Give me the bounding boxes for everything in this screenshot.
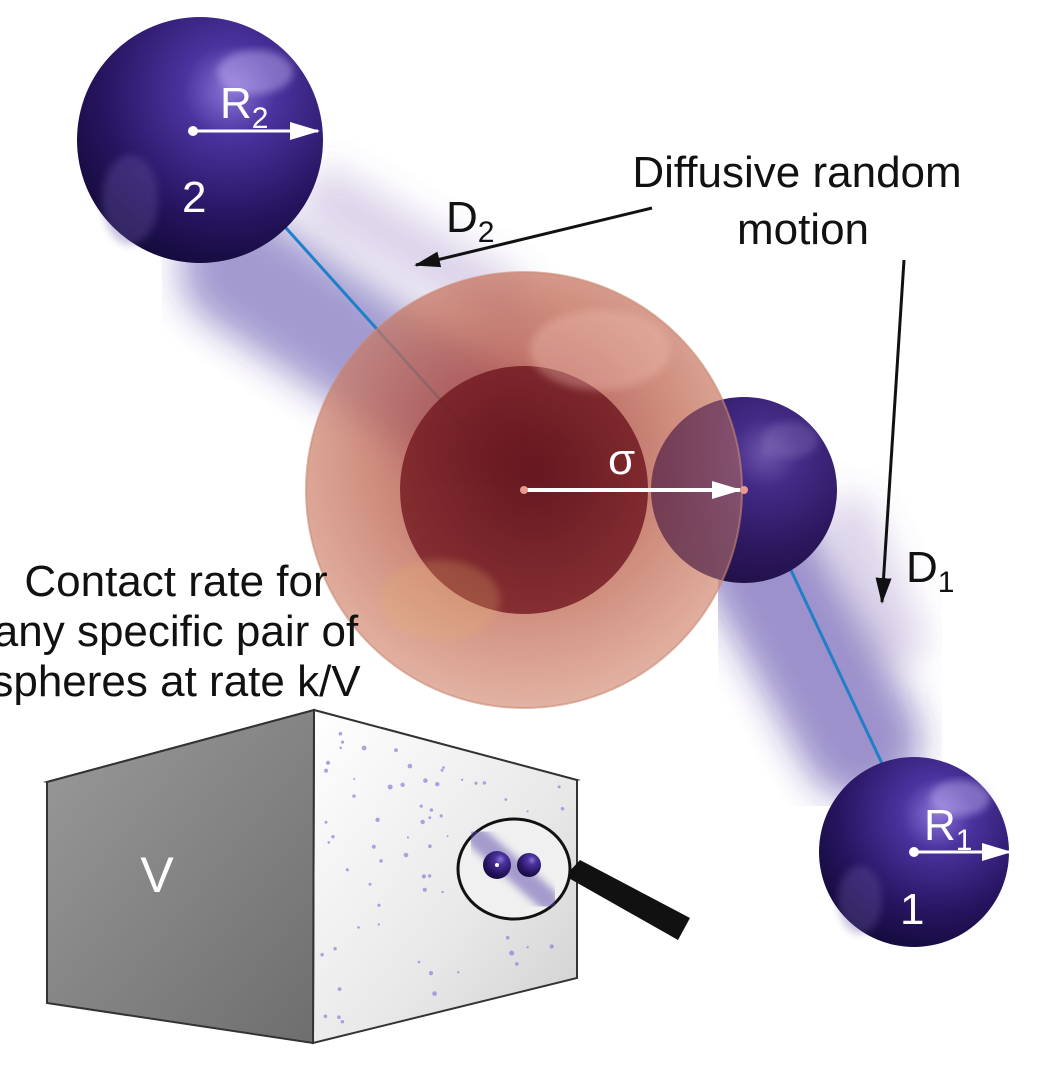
particle-dot bbox=[422, 887, 427, 892]
particle-dot bbox=[419, 804, 423, 808]
particle-dot bbox=[526, 946, 529, 949]
box-particles bbox=[320, 731, 565, 1024]
particle-dot bbox=[333, 947, 337, 951]
particle-dot bbox=[377, 923, 380, 926]
particle-dot bbox=[428, 971, 434, 976]
particle-dot bbox=[429, 808, 434, 812]
sphere-1-number: 1 bbox=[900, 885, 924, 934]
particle-dot bbox=[375, 817, 380, 822]
particle-dot bbox=[505, 935, 510, 940]
particle-dot bbox=[394, 748, 398, 753]
particle-dot bbox=[368, 882, 372, 886]
volume-box bbox=[43, 708, 581, 1045]
particle-dot bbox=[379, 859, 383, 863]
particle-dot bbox=[428, 844, 432, 848]
particle-dot bbox=[440, 768, 444, 772]
sphere-1-center bbox=[909, 847, 919, 857]
particle-dot bbox=[353, 777, 356, 780]
particle-dot bbox=[337, 987, 342, 991]
particle-dot bbox=[560, 807, 565, 811]
particle-dot bbox=[400, 782, 405, 787]
particle-dot bbox=[435, 782, 440, 787]
particle-dot bbox=[331, 835, 335, 839]
diffusive-label-line1: Diffusive random bbox=[632, 148, 961, 197]
particle-dot bbox=[406, 836, 409, 839]
particle-dot bbox=[324, 768, 329, 773]
diffusive-label-line2: motion bbox=[737, 205, 869, 254]
sigma-label: σ bbox=[608, 435, 635, 484]
particle-dot bbox=[526, 810, 529, 813]
box-front-face bbox=[46, 708, 316, 1045]
contact-rate-line2: any specific pair of bbox=[0, 607, 359, 656]
magnifier-handle bbox=[565, 860, 690, 940]
particle-dot bbox=[324, 820, 328, 824]
particle-dot bbox=[320, 953, 324, 957]
particle-dot bbox=[423, 778, 428, 783]
r2-label: R2 bbox=[220, 79, 268, 135]
r1-label: R1 bbox=[924, 801, 972, 857]
particle-dot bbox=[371, 844, 376, 849]
particle-dot bbox=[515, 962, 519, 966]
particle-dot bbox=[549, 944, 554, 949]
particle-dot bbox=[361, 745, 367, 751]
diffusion-arrow-d2 bbox=[414, 206, 653, 268]
particle-dot bbox=[327, 841, 331, 844]
particle-dot bbox=[403, 852, 409, 858]
particle-dot bbox=[352, 794, 356, 798]
particle-dot bbox=[557, 785, 561, 789]
particle-dot bbox=[357, 926, 360, 929]
particle-dot bbox=[407, 763, 413, 769]
particle-dot bbox=[325, 760, 331, 765]
particle-dot bbox=[441, 890, 444, 894]
particle-dot bbox=[340, 740, 345, 744]
contact-rate-line1: Contact rate for bbox=[24, 557, 327, 606]
particle-dot bbox=[457, 971, 460, 974]
volume-label: V bbox=[140, 847, 174, 903]
particle-dot bbox=[504, 798, 508, 801]
partner-center-dot bbox=[740, 486, 748, 494]
particle-dot bbox=[323, 1014, 328, 1019]
particle-dot bbox=[339, 746, 343, 750]
motion-trail-1 bbox=[700, 495, 925, 800]
particle-dot bbox=[482, 781, 487, 785]
particle-dot bbox=[439, 814, 443, 818]
particle-dot bbox=[420, 819, 425, 825]
sphere-2-center bbox=[188, 126, 198, 136]
particle-dot bbox=[345, 868, 349, 872]
particle-dot bbox=[340, 1020, 345, 1024]
particle-dot bbox=[460, 778, 464, 781]
particle-dot bbox=[421, 874, 426, 879]
particle-dot bbox=[427, 874, 432, 878]
particle-dot bbox=[446, 835, 449, 838]
diffusion-arrow-d1 bbox=[875, 259, 906, 604]
particle-dot bbox=[387, 784, 393, 790]
contact-rate-line3: spheres at rate k/V bbox=[0, 657, 361, 706]
trajectory-arrow-1 bbox=[770, 528, 888, 773]
particle-dot bbox=[428, 816, 432, 820]
particle-dot bbox=[432, 991, 437, 996]
particle-dot bbox=[442, 766, 445, 769]
contact-center-dot bbox=[520, 486, 528, 494]
particle-dot bbox=[474, 781, 478, 785]
magnifier-icon bbox=[456, 817, 690, 940]
particle-dot bbox=[509, 950, 515, 956]
sphere-2 bbox=[77, 17, 323, 263]
sphere-2-number: 2 bbox=[182, 173, 206, 222]
d2-label: D2 bbox=[446, 193, 494, 249]
particle-dot bbox=[337, 1015, 341, 1019]
d1-label: D1 bbox=[906, 543, 954, 599]
particle-dot bbox=[417, 960, 421, 964]
particle-dot bbox=[377, 903, 381, 907]
particle-dot bbox=[338, 731, 343, 736]
